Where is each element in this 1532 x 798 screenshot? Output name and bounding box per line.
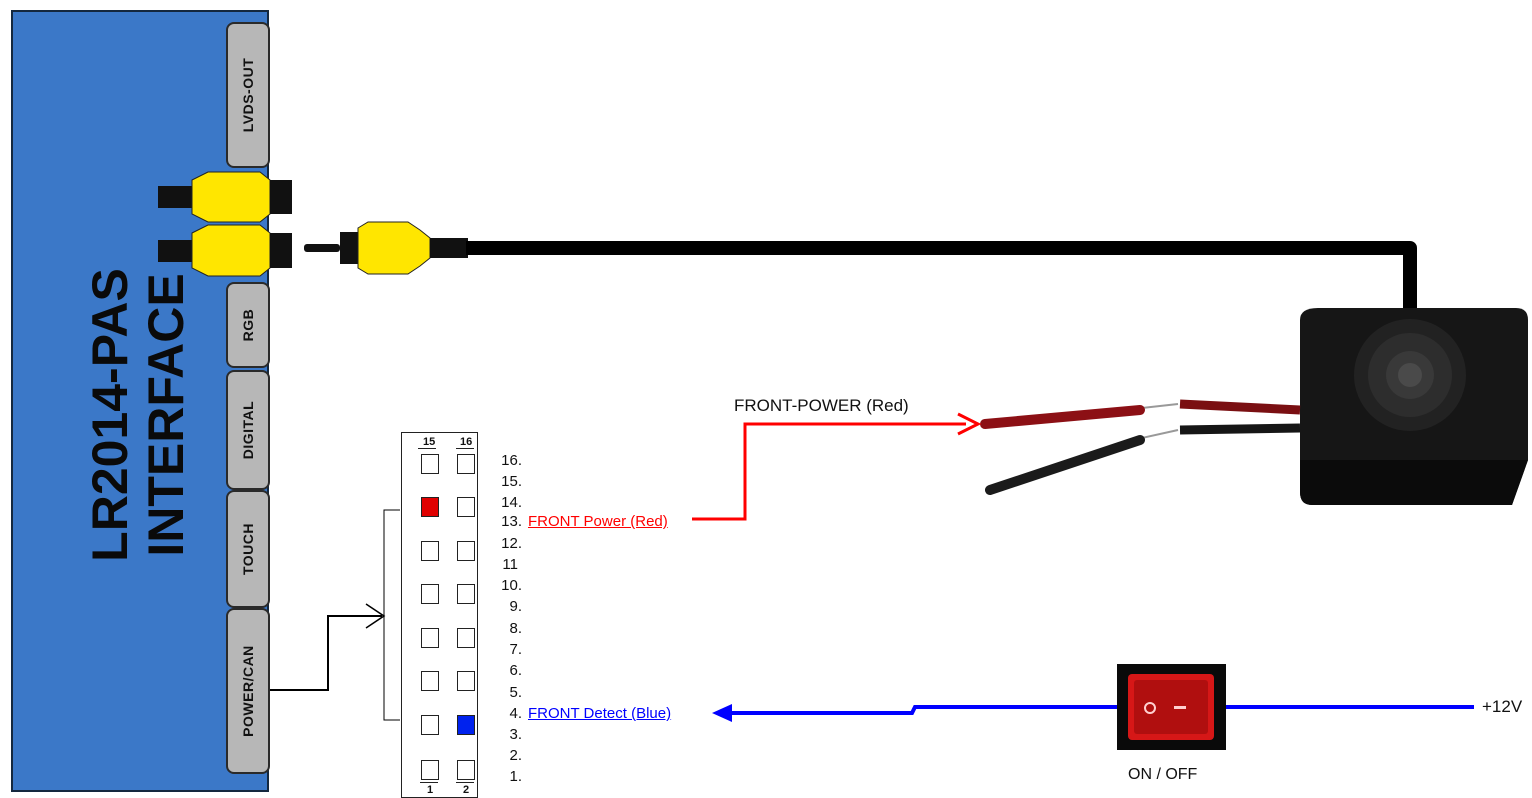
pin-label-15: 15 (423, 436, 436, 448)
pin-9 (421, 584, 439, 604)
port-rgb: RGB (226, 282, 270, 368)
port-touch: TOUCH (226, 490, 270, 608)
pin-number: 13. (501, 513, 522, 530)
rca-jack-bottom (158, 224, 292, 277)
pin-number: 8. (509, 620, 522, 637)
front-power-wire-label: FRONT-POWER (Red) (734, 396, 909, 415)
pin-number: 2. (509, 747, 522, 764)
pin-number: 11 (502, 556, 518, 573)
pin-11 (421, 541, 439, 561)
front-power-label: FRONT Power (Red) (528, 513, 668, 530)
switch-label: ON / OFF (1128, 766, 1198, 783)
pin-number: 14. (501, 494, 522, 511)
pin-3 (421, 715, 439, 735)
pin-number: 9. (509, 598, 522, 615)
pin-16 (457, 454, 475, 474)
pin-number: 10. (501, 577, 522, 594)
pin-15 (421, 454, 439, 474)
pin-6 (457, 671, 475, 691)
pin-10 (457, 584, 475, 604)
camera (1300, 308, 1528, 505)
pin-number: 15. (501, 473, 522, 490)
pin-7 (421, 628, 439, 648)
pin-12 (457, 541, 475, 561)
pin-number: 7. (509, 641, 522, 658)
pin-13-red (421, 497, 439, 517)
pin-8 (457, 628, 475, 648)
port-power-can: POWER/CAN (226, 608, 270, 774)
connector-block (401, 432, 478, 798)
pin-number: 4. (509, 705, 522, 722)
pin-4-blue (457, 715, 475, 735)
pin-label-2: 2 (463, 784, 470, 796)
rca-plug (304, 221, 468, 275)
rca-jack-top (158, 171, 292, 223)
front-detect-label: FRONT Detect (Blue) (528, 705, 672, 722)
pin-14 (457, 497, 475, 517)
pin-1 (421, 760, 439, 780)
pin-label-1: 1 (427, 784, 434, 796)
pin-number: 6. (509, 662, 522, 679)
pin-2 (457, 760, 475, 780)
pin-5 (421, 671, 439, 691)
port-lvds-out: LVDS-OUT (226, 22, 270, 168)
pin-number: 16. (501, 452, 522, 469)
pin-number: 3. (509, 726, 522, 743)
supply-label: +12V (1482, 697, 1523, 716)
pin-number: 5. (509, 684, 522, 701)
pin-label-16: 16 (460, 436, 473, 448)
pin-number: 12. (501, 535, 522, 552)
on-off-switch (1117, 664, 1226, 750)
pin-number: 1. (509, 768, 522, 785)
port-digital: DIGITAL (226, 370, 270, 490)
